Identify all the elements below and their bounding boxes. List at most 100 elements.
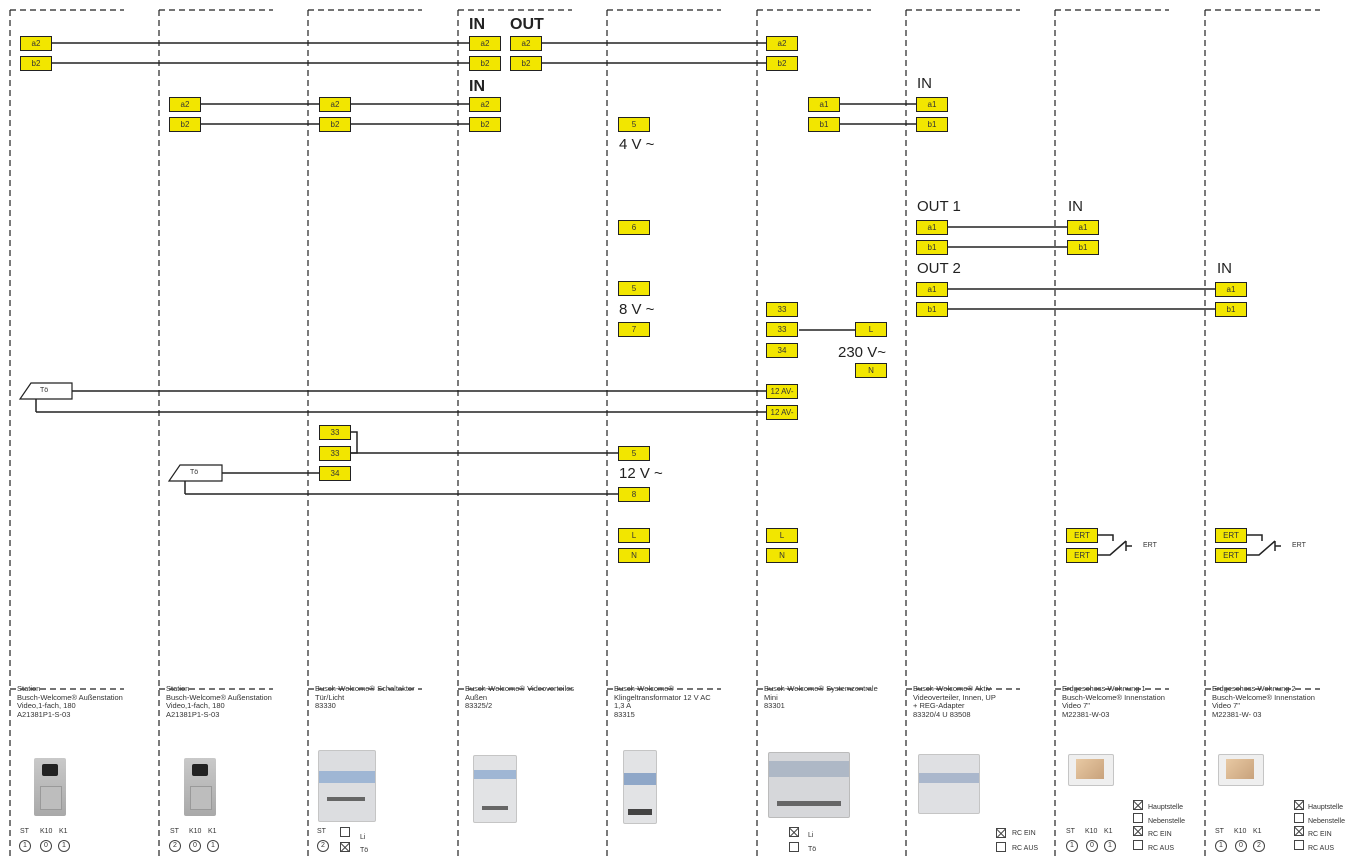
li-checkbox[interactable] bbox=[340, 827, 350, 837]
hauptstelle-checkbox[interactable] bbox=[1133, 800, 1143, 810]
terminal-a1: a1 bbox=[1215, 282, 1247, 297]
terminal-b2: b2 bbox=[20, 56, 52, 71]
terminal-a2: a2 bbox=[469, 97, 501, 112]
address-st-label: ST bbox=[317, 828, 326, 835]
nebenstelle-label: Nebenstelle bbox=[1308, 818, 1345, 825]
address-switch[interactable]: 1 bbox=[1215, 840, 1227, 852]
terminal-12vac: 12 AV- bbox=[766, 384, 798, 399]
terminal-a1: a1 bbox=[916, 282, 948, 297]
out2-label: OUT 2 bbox=[917, 260, 961, 277]
terminal-l: L bbox=[855, 322, 887, 337]
nebenstelle-checkbox[interactable] bbox=[1294, 813, 1304, 823]
terminal-5: 5 bbox=[618, 281, 650, 296]
terminal-33: 33 bbox=[766, 322, 798, 337]
terminal-ert: ERT bbox=[1215, 528, 1247, 543]
active-video-distributor-image bbox=[918, 754, 980, 814]
video-distributor-image bbox=[473, 755, 517, 823]
address-switch[interactable]: 2 bbox=[1253, 840, 1265, 852]
terminal-b1: b1 bbox=[916, 117, 948, 132]
voltage-230v-label: 230 V~ bbox=[838, 344, 886, 361]
terminal-b2: b2 bbox=[469, 56, 501, 71]
terminal-b2: b2 bbox=[510, 56, 542, 71]
terminal-b2: b2 bbox=[469, 117, 501, 132]
terminal-7: 7 bbox=[618, 322, 650, 337]
terminal-34: 34 bbox=[319, 466, 351, 481]
terminal-b1: b1 bbox=[1067, 240, 1099, 255]
rc-ein-checkbox[interactable] bbox=[1294, 826, 1304, 836]
in-label: IN bbox=[1068, 198, 1083, 215]
address-switch[interactable]: 0 bbox=[1086, 840, 1098, 852]
to-checkbox[interactable] bbox=[789, 842, 799, 852]
terminal-l: L bbox=[618, 528, 650, 543]
voltage-12v-label: 12 V ~ bbox=[619, 465, 663, 482]
rc-ein-checkbox[interactable] bbox=[996, 828, 1006, 838]
outdoor-station-image bbox=[184, 758, 216, 816]
rc-aus-label: RC AUS bbox=[1012, 845, 1039, 852]
address-switch[interactable]: 1 bbox=[1104, 840, 1116, 852]
address-st-label: ST bbox=[20, 828, 29, 835]
address-switch[interactable]: 1 bbox=[58, 840, 70, 852]
address-switch[interactable]: 2 bbox=[169, 840, 181, 852]
address-switch[interactable]: 1 bbox=[19, 840, 31, 852]
nebenstelle-label: Nebenstelle bbox=[1148, 818, 1185, 825]
terminal-34: 34 bbox=[766, 343, 798, 358]
address-st-label: ST bbox=[170, 828, 179, 835]
terminal-a1: a1 bbox=[808, 97, 840, 112]
terminal-ert: ERT bbox=[1215, 548, 1247, 563]
terminal-a1: a1 bbox=[1067, 220, 1099, 235]
switch-actuator-image bbox=[318, 750, 376, 822]
terminal-b2: b2 bbox=[319, 117, 351, 132]
terminal-ert: ERT bbox=[1066, 528, 1098, 543]
terminal-33: 33 bbox=[766, 302, 798, 317]
rc-aus-checkbox[interactable] bbox=[996, 842, 1006, 852]
door-opener-label: Tö bbox=[40, 387, 49, 394]
terminal-a2: a2 bbox=[766, 36, 798, 51]
address-st-label: ST bbox=[1215, 828, 1224, 835]
transformer-image bbox=[623, 750, 657, 824]
out1-label: OUT 1 bbox=[917, 198, 961, 215]
address-switch[interactable]: 2 bbox=[317, 840, 329, 852]
nebenstelle-checkbox[interactable] bbox=[1133, 813, 1143, 823]
rc-aus-checkbox[interactable] bbox=[1133, 840, 1143, 850]
terminal-a2: a2 bbox=[20, 36, 52, 51]
hauptstelle-checkbox[interactable] bbox=[1294, 800, 1304, 810]
terminal-a2: a2 bbox=[319, 97, 351, 112]
address-k10-label: K10 bbox=[189, 828, 202, 835]
to-label: Tö bbox=[360, 847, 369, 854]
hauptstelle-label: Hauptstelle bbox=[1308, 804, 1344, 811]
address-k1-label: K1 bbox=[208, 828, 217, 835]
rc-ein-checkbox[interactable] bbox=[1133, 826, 1143, 836]
ert-button-label: ERT bbox=[1292, 542, 1306, 549]
terminal-b2: b2 bbox=[766, 56, 798, 71]
address-switch[interactable]: 0 bbox=[40, 840, 52, 852]
in-label: IN bbox=[469, 78, 485, 95]
terminal-a2: a2 bbox=[169, 97, 201, 112]
address-k1-label: K1 bbox=[1253, 828, 1262, 835]
terminal-a2: a2 bbox=[510, 36, 542, 51]
terminal-b1: b1 bbox=[916, 240, 948, 255]
indoor-station-image bbox=[1218, 754, 1264, 786]
li-checkbox[interactable] bbox=[789, 827, 799, 837]
terminal-ert: ERT bbox=[1066, 548, 1098, 563]
li-label: Li bbox=[360, 834, 366, 841]
terminal-a2: a2 bbox=[469, 36, 501, 51]
address-switch[interactable]: 1 bbox=[207, 840, 219, 852]
address-switch[interactable]: 1 bbox=[1066, 840, 1078, 852]
address-switch[interactable]: 0 bbox=[189, 840, 201, 852]
rc-aus-checkbox[interactable] bbox=[1294, 840, 1304, 850]
out-label: OUT bbox=[510, 16, 544, 33]
device-description: Busch-Welcome®Klingeltransformator 12 V … bbox=[614, 684, 711, 719]
terminal-b2: b2 bbox=[169, 117, 201, 132]
to-checkbox[interactable] bbox=[340, 842, 350, 852]
hauptstelle-label: Hauptstelle bbox=[1148, 804, 1184, 811]
address-k10-label: K10 bbox=[40, 828, 53, 835]
terminal-33: 33 bbox=[319, 446, 351, 461]
terminal-a1: a1 bbox=[916, 97, 948, 112]
address-switch[interactable]: 0 bbox=[1235, 840, 1247, 852]
address-k10-label: K10 bbox=[1234, 828, 1247, 835]
terminal-n: N bbox=[766, 548, 798, 563]
terminal-b1: b1 bbox=[1215, 302, 1247, 317]
